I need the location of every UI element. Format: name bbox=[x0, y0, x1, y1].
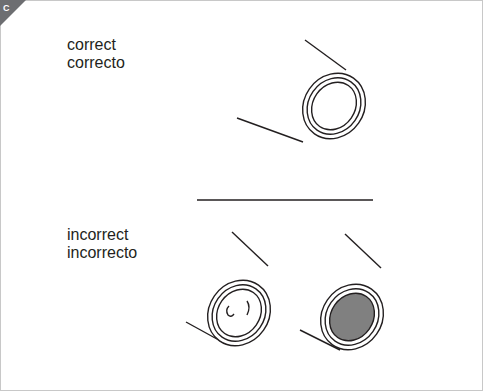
incorrect-roll-filled bbox=[300, 234, 396, 362]
correct-roll bbox=[237, 40, 378, 151]
corner-tab bbox=[0, 0, 26, 26]
caption-english: incorrect bbox=[67, 226, 128, 244]
caption-spanish: correcto bbox=[67, 54, 125, 72]
corner-letter: C bbox=[3, 3, 10, 13]
incorrect-roll-telescoped bbox=[186, 232, 283, 358]
caption-english: correct bbox=[67, 36, 116, 54]
separator bbox=[197, 199, 373, 201]
caption-spanish: incorrecto bbox=[67, 244, 137, 262]
